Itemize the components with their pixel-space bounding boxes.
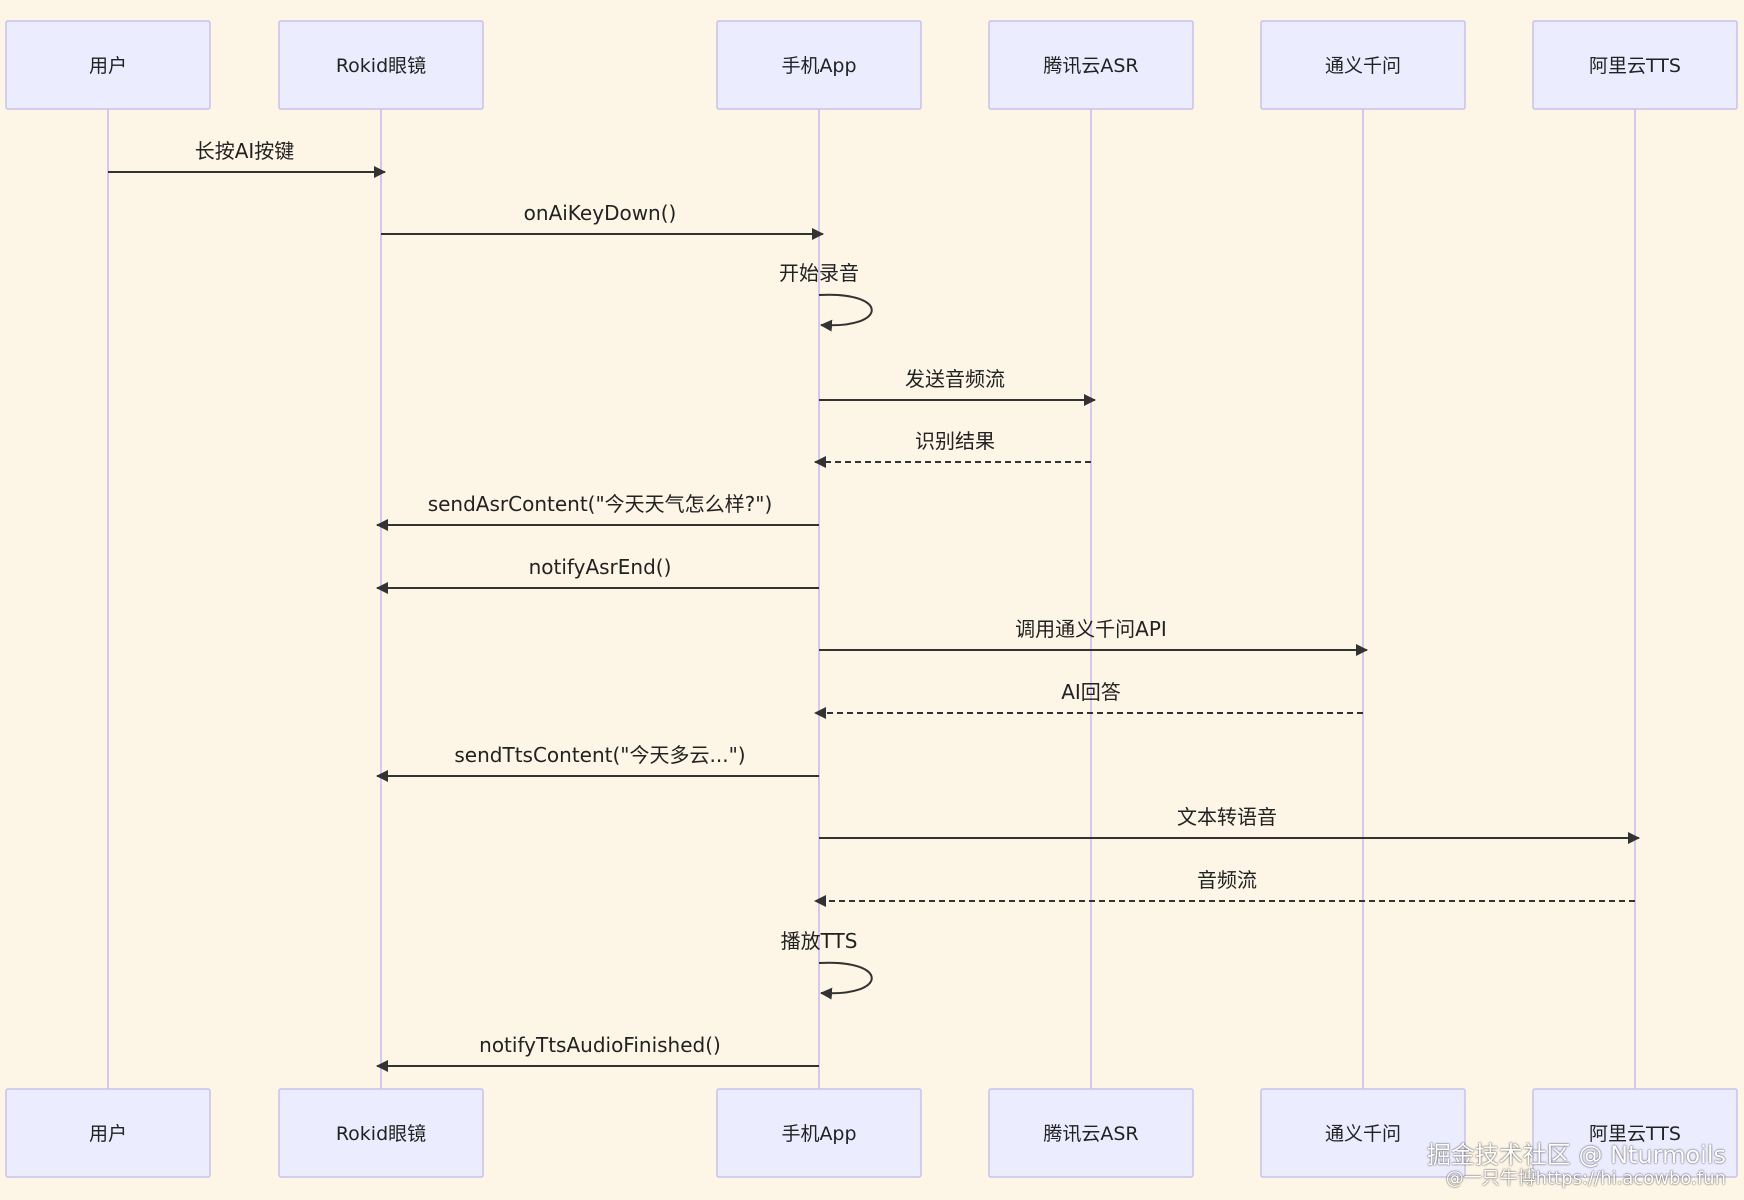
watermark-author: @一只牛博https://hi.acowbo.fun	[1445, 1168, 1726, 1189]
participant-boxes: 用户用户Rokid眼镜Rokid眼镜手机App手机App腾讯云ASR腾讯云ASR…	[5, 20, 1738, 1178]
participant-box	[5, 20, 211, 110]
participant-label: 手机App	[781, 1123, 856, 1145]
message-label: notifyTtsAudioFinished()	[479, 1033, 721, 1057]
message-label: 文本转语音	[1177, 805, 1277, 829]
self-message-arrow	[818, 961, 873, 1000]
participant-label: 通义千问	[1325, 1123, 1401, 1145]
message-10: sendTtsContent("今天多云...")	[376, 743, 819, 782]
message-6: sendAsrContent("今天天气怎么样?")	[376, 492, 819, 531]
participant-label: Rokid眼镜	[336, 55, 426, 77]
watermark-site: 掘金技术社区 @ Nturmoils	[1426, 1141, 1726, 1169]
message-1: 长按AI按键	[108, 139, 386, 178]
participant-qwen-bottom: 通义千问	[1260, 1088, 1466, 1178]
message-label: 长按AI按键	[195, 139, 295, 163]
participant-label: 阿里云TTS	[1589, 55, 1681, 77]
participant-tts-bottom: 阿里云TTS	[1532, 1088, 1738, 1178]
message-label: 音频流	[1197, 868, 1257, 892]
participant-box	[5, 1088, 211, 1178]
participant-asr-top: 腾讯云ASR	[988, 20, 1194, 110]
participant-label: 腾讯云ASR	[1043, 1123, 1138, 1145]
message-label: onAiKeyDown()	[524, 201, 677, 225]
message-label: sendTtsContent("今天多云...")	[454, 743, 745, 767]
participant-user-top: 用户	[5, 20, 211, 110]
message-14: notifyTtsAudioFinished()	[376, 1033, 819, 1072]
participant-label: 用户	[89, 1123, 127, 1145]
participant-box	[988, 1088, 1194, 1178]
message-3: 开始录音	[779, 261, 873, 332]
message-4: 发送音频流	[819, 367, 1096, 406]
participant-box	[1260, 1088, 1466, 1178]
participant-box	[1532, 1088, 1738, 1178]
participant-user-bottom: 用户	[5, 1088, 211, 1178]
message-label: 播放TTS	[781, 929, 858, 953]
message-11: 文本转语音	[819, 805, 1640, 844]
participant-tts-top: 阿里云TTS	[1532, 20, 1738, 110]
participant-label: 通义千问	[1325, 55, 1401, 77]
message-label: sendAsrContent("今天天气怎么样?")	[428, 492, 773, 516]
message-7: notifyAsrEnd()	[376, 555, 819, 594]
message-13: 播放TTS	[781, 929, 873, 1000]
message-2: onAiKeyDown()	[381, 201, 824, 240]
participant-rokid-top: Rokid眼镜	[278, 20, 484, 110]
message-label: 发送音频流	[905, 367, 1005, 391]
participant-label: 手机App	[781, 55, 856, 77]
participant-label: 用户	[89, 55, 127, 77]
self-message-arrow	[818, 293, 873, 332]
message-label: notifyAsrEnd()	[529, 555, 672, 579]
lifelines	[107, 109, 1636, 1089]
participant-box	[716, 20, 922, 110]
message-12: 音频流	[814, 868, 1635, 907]
participant-box	[278, 20, 484, 110]
participant-box	[716, 1088, 922, 1178]
participant-rokid-bottom: Rokid眼镜	[278, 1088, 484, 1178]
message-label: 调用通义千问API	[1015, 617, 1167, 641]
participant-box	[988, 20, 1194, 110]
participant-label: 阿里云TTS	[1589, 1123, 1681, 1145]
participant-app-top: 手机App	[716, 20, 922, 110]
message-5: 识别结果	[814, 429, 1091, 468]
message-label: 开始录音	[779, 261, 859, 285]
participant-box	[1532, 20, 1738, 110]
participant-box	[1260, 20, 1466, 110]
message-label: AI回答	[1061, 680, 1121, 704]
message-9: AI回答	[814, 680, 1363, 719]
participant-asr-bottom: 腾讯云ASR	[988, 1088, 1194, 1178]
participant-qwen-top: 通义千问	[1260, 20, 1466, 110]
participant-box	[278, 1088, 484, 1178]
participant-label: 腾讯云ASR	[1043, 55, 1138, 77]
message-8: 调用通义千问API	[819, 617, 1368, 656]
message-label: 识别结果	[915, 429, 995, 453]
participant-app-bottom: 手机App	[716, 1088, 922, 1178]
participant-label: Rokid眼镜	[336, 1123, 426, 1145]
